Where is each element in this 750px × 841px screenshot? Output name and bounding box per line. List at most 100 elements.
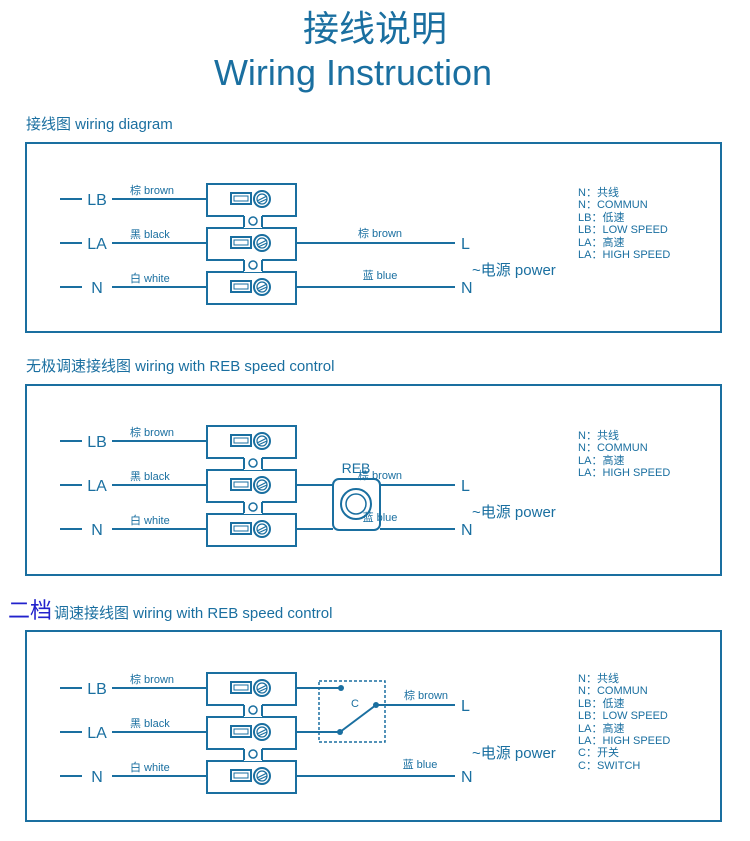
terminal-label-n: N xyxy=(91,522,103,539)
legend-item: N：COMMUN xyxy=(578,685,648,698)
terminal-slot-inner xyxy=(233,195,249,202)
block-link-pin xyxy=(248,216,258,226)
terminal-label-n: N xyxy=(91,280,103,297)
legend-item: C：开关 xyxy=(578,747,619,760)
legend-item: LA：HIGH SPEED xyxy=(578,735,671,748)
reb-knob-inner xyxy=(345,493,367,515)
screw-slot xyxy=(256,437,268,444)
terminal-label-lb: LB xyxy=(87,681,107,698)
switch-label: C xyxy=(351,698,359,710)
output-wire-color-label: 蓝 blue xyxy=(363,511,398,524)
terminal-slot-inner xyxy=(233,772,249,779)
terminal-slot-inner xyxy=(233,481,249,488)
reb-label: REB xyxy=(342,460,371,476)
legend-item: LA：HIGH SPEED xyxy=(578,467,671,480)
wire-color-label: 黑 black xyxy=(130,228,170,241)
terminal-label-la: LA xyxy=(87,725,107,742)
screw-slot xyxy=(257,286,268,292)
screw-slot xyxy=(257,440,268,446)
reb-knob-icon xyxy=(340,488,372,520)
legend-2: N：共线 N：COMMUN LA：高速 LA：HIGH SPEED xyxy=(578,430,670,480)
legend-item: N：COMMUN xyxy=(578,442,648,455)
power-label: ~电源 power xyxy=(472,504,556,521)
terminal-slot-inner xyxy=(233,239,249,246)
switch-box xyxy=(318,680,386,743)
section-3-title-prefix: 二档 xyxy=(8,598,53,623)
terminal-slot-inner xyxy=(233,437,249,444)
output-terminal-L: L xyxy=(461,698,470,715)
wire-color-label: 白 white xyxy=(130,271,170,285)
screw-slot xyxy=(256,283,268,290)
terminal-label-n: N xyxy=(91,769,103,786)
legend-item: LB：LOW SPEED xyxy=(578,224,668,237)
legend-item: N：共线 xyxy=(578,430,619,442)
legend-item: LA：高速 xyxy=(578,236,625,249)
wire-color-label: 棕 brown xyxy=(130,183,174,197)
output-wire-color-label: 棕 brown xyxy=(404,688,448,702)
legend-item: LB：低速 xyxy=(578,211,625,224)
power-label: ~电源 power xyxy=(472,262,556,279)
output-terminal-N: N xyxy=(461,522,473,539)
section-3-title: 二档调速接线图 wiring with REB speed control xyxy=(8,600,333,624)
screw-slot xyxy=(256,684,268,691)
two-speed-wiring-panel xyxy=(25,630,722,822)
wire-color-label: 白 white xyxy=(130,760,170,774)
output-wire-color-label: 棕 brown xyxy=(358,468,402,482)
output-wire-color-label: 蓝 blue xyxy=(363,269,398,282)
output-wire-color-label: 棕 brown xyxy=(358,226,402,240)
screw-slot xyxy=(256,525,268,532)
terminal-label-lb: LB xyxy=(87,434,107,451)
screw-slot xyxy=(257,775,268,781)
output-terminal-L: L xyxy=(461,478,470,495)
terminal-label-la: LA xyxy=(87,236,107,253)
terminal-slot-inner xyxy=(233,283,249,290)
legend-3: N：共线 N：COMMUN LB：低速 LB：LOW SPEED LA：高速 L… xyxy=(578,673,670,772)
screw-slot xyxy=(257,731,268,737)
output-wire-color-label: 蓝 blue xyxy=(403,758,438,771)
screw-slot xyxy=(256,728,268,735)
power-label: ~电源 power xyxy=(472,745,556,762)
legend-1: N：共线 N：COMMUN LB：低速 LB：LOW SPEED LA：高速 L… xyxy=(578,187,670,261)
terminal-slot-inner xyxy=(233,728,249,735)
page-title-en: Wiring Instruction xyxy=(213,52,493,93)
output-terminal-L: L xyxy=(461,236,470,253)
block-link-pin xyxy=(248,260,258,270)
terminal-label-la: LA xyxy=(87,478,107,495)
block-link-pin xyxy=(248,749,258,759)
legend-item: LB：低速 xyxy=(578,697,625,710)
screw-slot xyxy=(256,772,268,779)
legend-item: LA：高速 xyxy=(578,722,625,735)
screw-slot xyxy=(257,242,268,248)
wire-color-label: 黑 black xyxy=(130,470,170,483)
block-link-pin xyxy=(248,502,258,512)
legend-item: N：共线 xyxy=(578,187,619,199)
terminal-slot-inner xyxy=(233,684,249,691)
section-3-title-text: 调速接线图 wiring with REB speed control xyxy=(54,605,333,622)
legend-item: N：COMMUN xyxy=(578,199,648,212)
screw-slot xyxy=(256,481,268,488)
terminal-slot-inner xyxy=(233,525,249,532)
wire-color-label: 棕 brown xyxy=(130,672,174,686)
legend-item: LB：LOW SPEED xyxy=(578,710,668,723)
screw-slot xyxy=(257,484,268,490)
section-2-title: 无极调速接线图 wiring with REB speed control xyxy=(26,358,335,375)
legend-item: N：共线 xyxy=(578,673,619,685)
screw-slot xyxy=(256,195,268,202)
screw-slot xyxy=(257,528,268,534)
section-1-title: 接线图 wiring diagram xyxy=(26,116,173,133)
switch-lever xyxy=(339,704,377,733)
screw-slot xyxy=(256,239,268,246)
switch-contact-lb xyxy=(338,685,344,691)
block-link-pin xyxy=(248,458,258,468)
legend-item: LA：HIGH SPEED xyxy=(578,249,671,262)
terminal-label-lb: LB xyxy=(87,192,107,209)
output-terminal-N: N xyxy=(461,280,473,297)
screw-slot xyxy=(257,687,268,693)
screw-slot xyxy=(257,198,268,204)
wiring-diagram-panel xyxy=(25,142,722,333)
block-link-pin xyxy=(248,705,258,715)
legend-item: C：SWITCH xyxy=(578,759,641,772)
